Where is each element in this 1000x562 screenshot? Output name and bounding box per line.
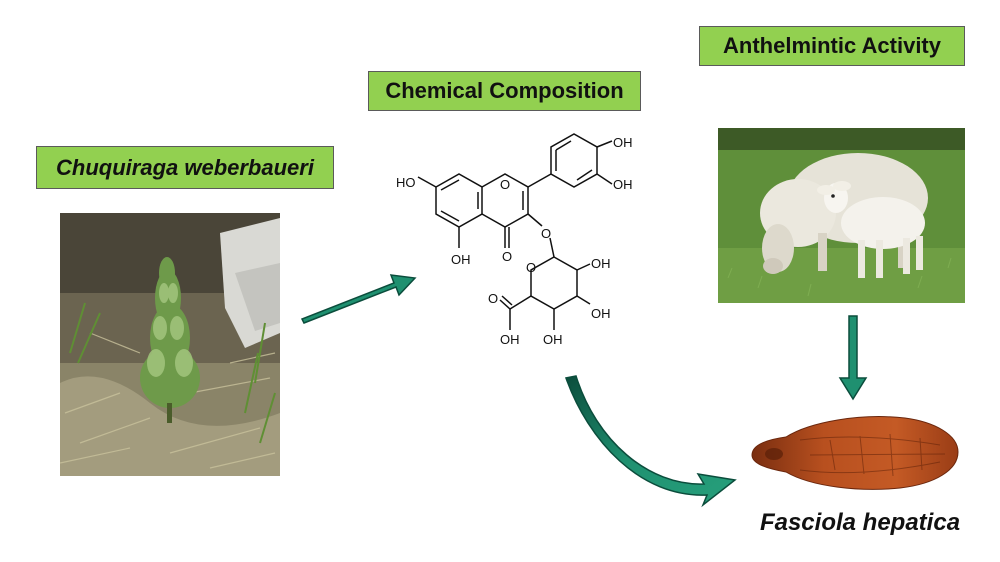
keto-oxygen: O — [502, 249, 512, 264]
arrow-plant-to-chemical — [300, 274, 417, 324]
oh-group-s4: OH — [543, 332, 563, 347]
sugar-ring-oxygen: O — [526, 260, 536, 275]
ho-group-a7: HO — [396, 175, 416, 190]
liver-fluke-icon — [751, 416, 959, 490]
arrow-activity-to-parasite — [838, 315, 868, 401]
oh-group-s3: OH — [591, 306, 611, 321]
oh-group-b3: OH — [613, 135, 633, 150]
parasite-name-label: Fasciola hepatica — [759, 509, 961, 536]
glycoside-oxygen: O — [541, 226, 551, 241]
oh-group-b4: OH — [613, 177, 633, 192]
acid-hydroxyl: OH — [500, 332, 520, 347]
ring-oxygen: O — [500, 177, 510, 192]
acid-carbonyl-oxygen: O — [488, 291, 498, 306]
chemical-structure: HO OH OH O O O OH O OH OH OH O OH — [396, 133, 633, 347]
oh-group-a5: OH — [451, 252, 471, 267]
curved-arrow-chemical-to-parasite — [565, 375, 737, 508]
oh-group-s2: OH — [591, 256, 611, 271]
sheep-photo-icon — [718, 128, 965, 303]
anthelmintic-activity-label: Anthelmintic Activity — [699, 26, 965, 66]
chemical-composition-label: Chemical Composition — [368, 71, 641, 111]
plant-name-label: Chuquiraga weberbaueri — [36, 146, 334, 189]
plant-photo-icon — [60, 213, 280, 476]
